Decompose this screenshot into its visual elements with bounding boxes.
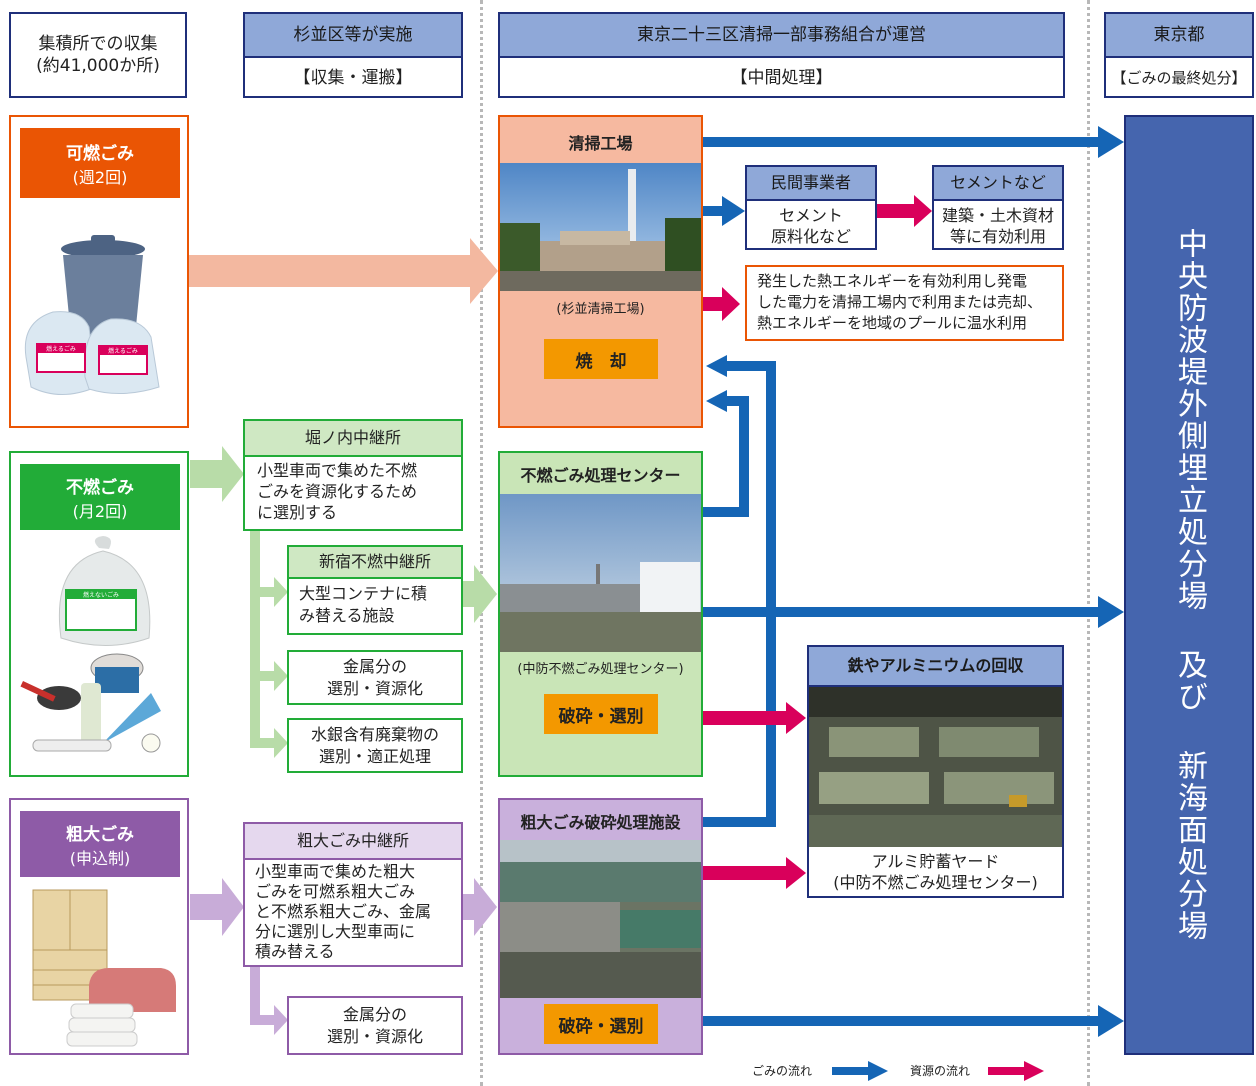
aluminum-yard-caption: アルミ貯蓄ヤード(中防不燃ごみ処理センター) <box>833 852 1038 892</box>
shinjuku-description: 大型コンテナに積み替える施設 <box>299 584 428 625</box>
ward-header-title: 杉並区等が実施 <box>245 14 461 58</box>
legend-waste-flow-label: ごみの流れ <box>752 1064 813 1078</box>
nonburnable-flow-arrow <box>190 446 244 502</box>
cement-box: セメントなど 建築・土木資材等に有効利用 <box>932 165 1064 250</box>
nonburnable-panel: 不燃ごみ (月2回) 燃えないごみ <box>9 451 189 777</box>
landfill-panel: 中央防波堤外側埋立処分場 及び 新海面処分場 <box>1124 115 1254 1055</box>
oversized-title-box: 粗大ごみ (申込制) <box>20 811 180 877</box>
oversized-relay-title: 粗大ごみ中継所 <box>245 824 461 860</box>
horinouchi-description: 小型車両で集めた不燃ごみを資源化するために選別する <box>257 461 418 522</box>
column-separator <box>480 0 483 1086</box>
shinjuku-relay-box: 新宿不燃中継所 大型コンテナに積み替える施設 <box>287 545 463 635</box>
ward-header-sub: 【収集・運搬】 <box>293 68 413 88</box>
energy-use-box: 発生した熱エネルギーを有効利用し発電した電力を清掃工場内で利用または売却、熱エネ… <box>745 265 1064 341</box>
nb-center-action-label: 破砕・選別 <box>544 694 658 734</box>
tokyo-header-sub: 【ごみの最終処分】 <box>1111 69 1247 87</box>
legend-resource-flow-label: 資源の流れ <box>910 1064 971 1078</box>
nb-center-caption: (中防不燃ごみ処理センター) <box>517 661 684 677</box>
tokyo-header: 東京都 【ごみの最終処分】 <box>1104 12 1254 98</box>
burnable-title: 可燃ごみ <box>66 143 134 164</box>
iron-aluminum-title: 鉄やアルミニウムの回収 <box>809 647 1062 687</box>
incineration-plant-panel: 清掃工場 (杉並清掃工場) 焼 却 <box>498 115 703 428</box>
nb-center-photo <box>500 494 701 652</box>
nonburnable-bag-label: 燃えないごみ <box>82 592 119 599</box>
oversized-relay-box: 粗大ごみ中継所 小型車両で集めた粗大ごみを可燃系粗大ごみと不燃系粗大ごみ、金属分… <box>243 822 463 967</box>
private-operator-box: 民間事業者 セメント原料化など <box>745 165 877 250</box>
metal-sorting-box-1: 金属分の選別・資源化 <box>287 650 463 705</box>
os-relay-to-facility-arrow <box>460 878 497 936</box>
private-operator-title: 民間事業者 <box>747 167 875 201</box>
os-facility-photo <box>500 840 701 998</box>
cement-title: セメントなど <box>934 167 1062 201</box>
os-facility-action-label: 破砕・選別 <box>544 1004 658 1044</box>
collection-point-count: (約41,000か所) <box>36 56 160 76</box>
burnable-title-box: 可燃ごみ (週2回) <box>20 128 180 198</box>
landfill-label: 中央防波堤外側埋立処分場 及び 新海面処分場 <box>1172 228 1207 942</box>
oversized-relay-description: 小型車両で集めた粗大ごみを可燃系粗大ごみと不燃系粗大ごみ、金属分に選別し大型車両… <box>255 862 432 961</box>
ward-header: 杉並区等が実施 【収集・運搬】 <box>243 12 463 98</box>
cement-description: 建築・土木資材等に有効利用 <box>941 205 1054 246</box>
nonburnable-items-illustration <box>20 536 161 753</box>
nonburnable-center-panel: 不燃ごみ処理センター (中防不燃ごみ処理センター) 破砕・選別 <box>498 451 703 777</box>
burnable-trash-illustration <box>24 235 160 395</box>
oversized-flow-arrow <box>190 878 244 936</box>
collection-point-header: 集積所での収集 (約41,000か所) <box>9 12 187 98</box>
burnable-frequency: (週2回) <box>72 167 128 187</box>
private-operator-description: セメント原料化など <box>770 205 851 246</box>
oversized-panel: 粗大ごみ (申込制) <box>9 798 189 1055</box>
burnable-bag-label: 燃えるごみ <box>108 348 138 355</box>
union-header-sub: 【中間処理】 <box>730 68 833 88</box>
horinouchi-relay-box: 堀ノ内中継所 小型車両で集めた不燃ごみを資源化するために選別する <box>243 419 463 531</box>
nonburnable-frequency: (月2回) <box>72 501 128 521</box>
burnable-flow-arrow <box>188 238 498 304</box>
oversized-facility-panel: 粗大ごみ破砕処理施設 破砕・選別 <box>498 798 703 1055</box>
nb-center-title: 不燃ごみ処理センター <box>520 466 681 485</box>
mercury-sorting-box: 水銀含有廃棄物の選別・適正処理 <box>287 718 463 773</box>
plant-photo <box>500 163 701 291</box>
union-header-title: 東京二十三区清掃一部事務組合が運営 <box>500 14 1063 58</box>
aluminum-yard-photo <box>809 687 1062 847</box>
tokyo-header-title: 東京都 <box>1106 14 1252 58</box>
burnable-panel: 可燃ごみ (週2回) 燃えるごみ 燃えるごみ <box>9 115 189 428</box>
nb-to-center-arrow <box>460 565 497 623</box>
nonburnable-title-box: 不燃ごみ (月2回) <box>20 464 180 530</box>
plant-title: 清掃工場 <box>568 134 633 153</box>
plant-caption: (杉並清掃工場) <box>556 301 645 317</box>
shinjuku-title: 新宿不燃中継所 <box>289 547 461 579</box>
union-header: 東京二十三区清掃一部事務組合が運営 【中間処理】 <box>498 12 1065 98</box>
incineration-label: 焼 却 <box>544 339 658 379</box>
oversized-items-illustration <box>32 889 176 1047</box>
column-separator <box>1087 0 1090 1086</box>
os-facility-title: 粗大ごみ破砕処理施設 <box>520 813 681 832</box>
horinouchi-title: 堀ノ内中継所 <box>245 421 461 457</box>
nonburnable-title: 不燃ごみ <box>66 477 134 498</box>
burnable-bag-label: 燃えるごみ <box>46 346 76 353</box>
oversized-frequency: (申込制) <box>69 848 131 868</box>
metal-sorting-box-2: 金属分の選別・資源化 <box>287 996 463 1055</box>
collection-point-title: 集積所での収集 <box>38 34 158 54</box>
iron-aluminum-box: 鉄やアルミニウムの回収 アルミ貯蓄ヤード(中防不燃ごみ処理センター) <box>807 645 1064 898</box>
oversized-title: 粗大ごみ <box>66 824 134 845</box>
